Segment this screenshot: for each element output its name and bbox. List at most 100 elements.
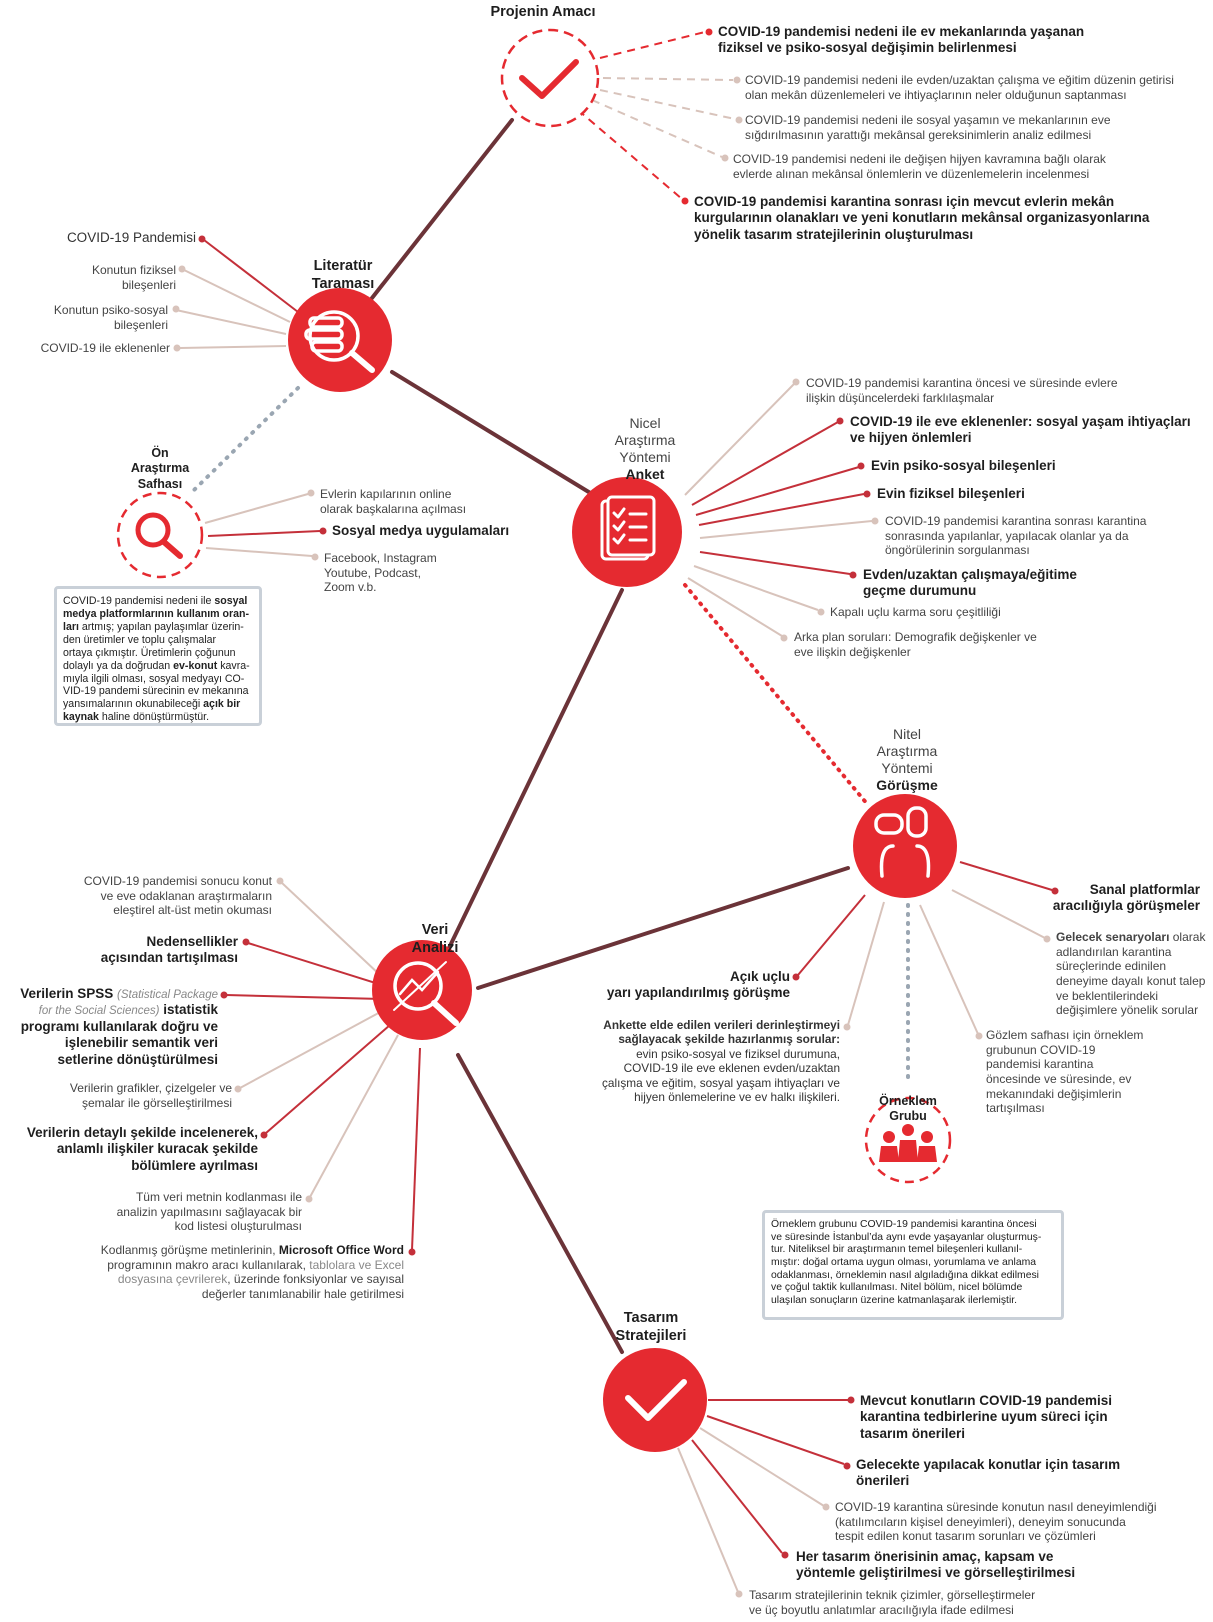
preliminary-box-line8: VID-19 pandemi sürecinin ev mekanına: [63, 685, 249, 698]
survey-title-line3: Yöntemi: [619, 449, 671, 466]
analysis-item-1-line2: ve eve odaklanan araştırmaların: [100, 888, 272, 903]
preliminary-item-3-line2: Youtube, Podcast,: [324, 565, 421, 580]
sample-box-line6: ve çoğul taktik kullanılması. Nitel bölü…: [771, 1282, 1023, 1294]
interview-item-questions: Ankette elde edilen verileri derinleştir…: [560, 1018, 840, 1104]
preliminary-info-box: COVID-19 pandemisi nedeni ile sosyal med…: [54, 586, 262, 726]
analysis-item-3-line3: programı kullanılarak doğru ve: [20, 1018, 218, 1034]
design-title: Tasarım Stratejileri: [596, 1310, 706, 1345]
preliminary-title-line1: Ön: [151, 446, 169, 460]
literature-item-2-line2: bileşenleri: [121, 277, 176, 292]
design-branches: [677, 1399, 848, 1593]
analysis-node: [372, 940, 472, 1040]
design-item-3: COVID-19 karantina süresinde konutun nas…: [835, 1500, 1157, 1544]
survey-title-line1: Nicel: [629, 415, 661, 431]
survey-item-7: Kapalı uçlu karma soru çeşitliliği: [830, 605, 1001, 620]
design-item-2-line2: önerileri: [856, 1473, 910, 1489]
goal-item-5-line3: yönelik tasarım stratejilerinin oluşturu…: [694, 226, 974, 242]
interview-title-line1: Nitel: [892, 726, 921, 742]
survey-item-2-line2: ve hijyen önlemleri: [850, 430, 972, 446]
analysis-item-3: Verilerin SPSS (Statistical Package for …: [6, 986, 218, 1068]
goal-item-3: COVID-19 pandemisi nedeni ile sosyal yaş…: [745, 113, 1111, 142]
design-node: [603, 1348, 707, 1452]
dotted-survey-interview: [683, 583, 870, 807]
survey-item-6-line2: geçme durumunu: [863, 583, 977, 599]
clipboard-checklist-icon: [600, 495, 656, 561]
goal-item-3-line2: sığdırılmasının yarattığı mekânsal gerek…: [745, 127, 1092, 142]
interview-questions-line3: çalışma ve eğitim, sosyal yaşam ihtiyaçl…: [602, 1075, 840, 1090]
trunk-goal-literature: [370, 118, 514, 300]
analysis-item-5-line2: anlamlı ilişkiler kuracak şekilde: [56, 1141, 258, 1157]
goal-item-4: COVID-19 pandemisi nedeni ile değişen hi…: [733, 152, 1106, 181]
survey-item-6: Evden/uzaktan çalışmaya/eğitime geçme du…: [863, 567, 1077, 600]
preliminary-box-line7: mıyla ilgili olması, sosyal medyayı CO-: [63, 672, 245, 685]
goal-item-3-line1: COVID-19 pandemisi nedeni ile sosyal yaş…: [745, 113, 1111, 127]
interview-item-scenarios: Gelecek senaryoları olarak adlandırılan …: [1056, 930, 1205, 1018]
literature-title: Literatür Taraması: [298, 258, 388, 293]
books-search-icon: [304, 310, 375, 373]
sample-title-line2: Grubu: [889, 1109, 927, 1124]
survey-title: Nicel Araştırma Yöntemi Anket: [590, 415, 700, 483]
preliminary-title: Ön Araştırma Safhası: [118, 446, 202, 492]
sample-info-box: Örneklem grubunu COVID-19 pandemisi kara…: [762, 1210, 1064, 1320]
literature-item-2-line1: Konutun fiziksel: [91, 263, 176, 277]
analysis-branches: [225, 882, 421, 1251]
analysis-item-2-line1: Nedensellikler: [146, 934, 238, 949]
survey-item-5-line1: COVID-19 pandemisi karantina sonrası kar…: [885, 514, 1147, 528]
goal-item-2-line1: COVID-19 pandemisi nedeni ile evden/uzak…: [745, 73, 1174, 87]
interview-observation-line3: pandemisi karantina: [986, 1057, 1094, 1072]
analysis-item-5-line3: bölümlere ayrılması: [131, 1157, 258, 1173]
sample-box-line4: mıştır: doğal ortama uygun olması, yorum…: [771, 1257, 1037, 1269]
survey-item-4-line1: Evin fiziksel bileşenleri: [877, 486, 1025, 501]
design-item-4-line2: yöntemle geliştirilmesi ve görselleştiri…: [796, 1565, 1076, 1581]
design-item-1: Mevcut konutların COVID-19 pandemisi kar…: [860, 1393, 1112, 1442]
literature-branches: [175, 239, 299, 349]
preliminary-box-text: dolaylı ya da doğrudan: [63, 659, 174, 672]
check-icon: [519, 59, 579, 99]
preliminary-box-text: yansımalarının okunabileceği: [63, 698, 204, 711]
preliminary-box-line1: COVID-19 pandemisi nedeni ile sosyal: [63, 595, 253, 608]
analysis-item-2: Nedensellikler açısından tartışılması: [40, 934, 238, 967]
interview-questions-line4: hijyen önlemelerine ve ev halkı ilişkile…: [634, 1089, 840, 1104]
interview-scenarios-line4: deneyime dayalı konut talep: [1056, 973, 1206, 988]
analysis-item-3-line2: for the Social Sciences) istatistik: [6, 1002, 218, 1018]
preliminary-title-line2: Araştırma: [130, 461, 190, 476]
interview-scenarios-line6: değişimlere yönelik sorular: [1056, 1003, 1199, 1018]
interview-scenarios-bold: Gelecek senaryoları: [1056, 930, 1170, 944]
interview-questions-bold2: sağlayacak şekilde hazırlanmış sorular:: [618, 1032, 840, 1047]
design-item-1-line3: tasarım önerileri: [860, 1425, 966, 1441]
analysis-word-bold: Microsoft Office Word: [278, 1243, 404, 1257]
interview-item-virtual: Sanal platformlar aracılığıyla görüşmele…: [1020, 882, 1200, 915]
interview-questions-line1: evin psiko-sosyal ve fiziksel durumuna,: [636, 1046, 840, 1061]
trunk-analysis-design: [456, 1053, 624, 1354]
interview-scenarios-line3: süreçlerinde edinilen: [1056, 959, 1167, 974]
design-item-5-line1: Tasarım stratejilerinin teknik çizimler,…: [749, 1588, 1036, 1602]
analysis-excel-grey1: tablolara ve Excel: [309, 1257, 404, 1272]
people-talking-icon: [874, 806, 931, 878]
analysis-item-7: Kodlanmış görüşme metinlerinin, Microsof…: [44, 1243, 404, 1302]
preliminary-item-1: Evlerin kapılarının online olarak başkal…: [320, 487, 466, 516]
analysis-spss-bold: Verilerin SPSS: [20, 986, 117, 1001]
design-item-1-line2: karantina tedbirlerine uyum süreci için: [860, 1409, 1108, 1425]
preliminary-box-bold: kaynak: [63, 711, 99, 724]
goal-title: Projenin Amacı: [490, 4, 596, 20]
preliminary-item-2-line1: Sosyal medya uygulamaları: [332, 523, 510, 538]
trunk-literature-survey: [390, 370, 612, 507]
goal-item-2: COVID-19 pandemisi nedeni ile evden/uzak…: [745, 73, 1174, 102]
design-item-3-line2: (katılımcıların kişisel deneyimleri), de…: [835, 1514, 1126, 1529]
goal-item-5: COVID-19 pandemisi karantina sonrası içi…: [694, 194, 1149, 243]
preliminary-box-bold: ev-konut: [173, 659, 218, 672]
preliminary-item-1-line1: Evlerin kapılarının online: [320, 487, 452, 501]
preliminary-box-line2: medya platformlarının kullanım oran-: [63, 607, 250, 620]
preliminary-branches: [204, 493, 321, 557]
dotted-literature-preliminary: [190, 386, 300, 494]
interview-open-line2: yarı yapılandırılmış görüşme: [606, 985, 790, 1001]
interview-observation-line6: tartışılması: [986, 1101, 1045, 1116]
literature-item-3-line1: Konutun psiko-sosyal: [53, 303, 168, 317]
design-item-5-line2: ve üç boyutlu anlatımlar aracılığıyla if…: [749, 1602, 1014, 1617]
survey-item-8-line1: Arka plan soruları: Demografik değişkenl…: [794, 630, 1037, 644]
analysis-search-icon: [393, 961, 459, 1026]
sample-node: [864, 1096, 952, 1184]
interview-title-line2: Araştırma: [876, 743, 938, 760]
analysis-item-4-line1: Verilerin grafikler, çizelgeler ve: [69, 1081, 232, 1095]
